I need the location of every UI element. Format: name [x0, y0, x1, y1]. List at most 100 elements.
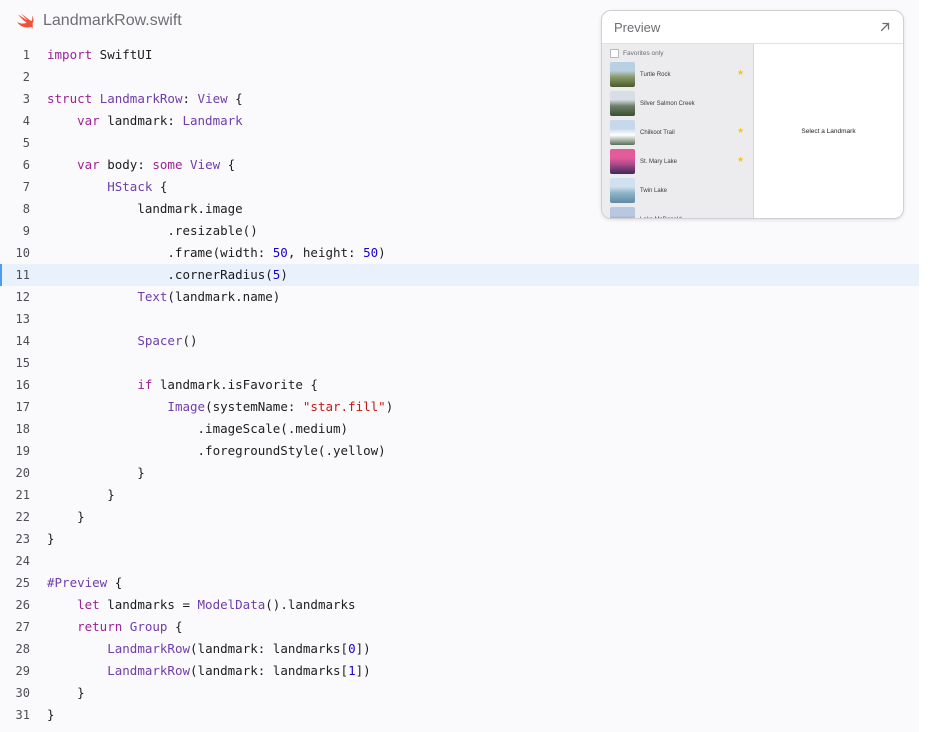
line-number: 18 — [15, 422, 30, 436]
landmark-thumbnail — [610, 62, 635, 87]
code-line[interactable]: 21 } — [0, 484, 919, 506]
line-number: 14 — [15, 334, 30, 348]
line-number: 12 — [15, 290, 30, 304]
code-token — [47, 399, 167, 414]
code-line[interactable]: 11 .cornerRadius(5) — [0, 264, 919, 286]
code-line[interactable]: 2 — [0, 66, 919, 88]
code-token: } — [47, 509, 85, 524]
landmark-row[interactable]: St. Mary Lake★ — [602, 147, 753, 176]
landmark-row[interactable]: Lake McDonald — [602, 205, 753, 218]
code-token: import — [47, 47, 93, 62]
code-token: LandmarkRow — [107, 641, 191, 656]
code-line[interactable]: 7 HStack { — [0, 176, 919, 198]
arrow-up-right-icon[interactable] — [879, 21, 891, 33]
favorites-toggle[interactable]: Favorites only — [602, 44, 753, 60]
code-token: ) — [378, 245, 386, 260]
line-number: 19 — [15, 444, 30, 458]
line-source: var landmark: Landmark — [47, 110, 243, 132]
line-source: .resizable() — [47, 220, 258, 242]
code-token — [92, 91, 100, 106]
code-token — [47, 619, 77, 634]
landmark-row[interactable]: Turtle Rock★ — [602, 60, 753, 89]
code-line[interactable]: 24 — [0, 550, 919, 572]
code-token: .frame(width: — [47, 245, 273, 260]
detail-placeholder: Select a Landmark — [801, 127, 856, 135]
code-token: .cornerRadius( — [47, 267, 273, 282]
line-source: struct LandmarkRow: View { — [47, 88, 243, 110]
code-line[interactable]: 23} — [0, 528, 919, 550]
code-token: , height: — [287, 245, 364, 260]
star-icon: ★ — [737, 126, 745, 135]
line-number: 21 — [15, 488, 30, 502]
code-line[interactable]: 22 } — [0, 506, 919, 528]
line-number: 1 — [22, 48, 30, 62]
code-line[interactable]: 20 } — [0, 462, 919, 484]
code-line[interactable]: 17 Image(systemName: "star.fill") — [0, 396, 919, 418]
code-line[interactable]: 9 .resizable() — [0, 220, 919, 242]
code-token: Text — [137, 289, 168, 304]
line-source: .frame(width: 50, height: 50) — [47, 242, 386, 264]
right-gutter — [919, 0, 934, 732]
code-token: Landmark — [182, 113, 243, 128]
preview-title: Preview — [614, 19, 661, 35]
line-number: 9 — [22, 224, 30, 238]
code-line[interactable]: 19 .foregroundStyle(.yellow) — [0, 440, 919, 462]
line-number: 20 — [15, 466, 30, 480]
code-token: SwiftUI — [92, 47, 153, 62]
line-number: 17 — [15, 400, 30, 414]
line-source: LandmarkRow(landmark: landmarks[0]) — [47, 638, 370, 660]
line-number: 5 — [22, 136, 30, 150]
code-line[interactable]: 12 Text(landmark.name) — [0, 286, 919, 308]
line-number: 29 — [15, 664, 30, 678]
code-token: 50 — [272, 245, 288, 260]
code-token: .imageScale(.medium) — [47, 421, 349, 436]
file-header: LandmarkRow.swift — [16, 9, 182, 33]
code-line[interactable]: 5 — [0, 132, 919, 154]
code-line[interactable]: 8 landmark.image — [0, 198, 919, 220]
code-line[interactable]: 25#Preview { — [0, 572, 919, 594]
line-source: var body: some View { — [47, 154, 235, 176]
code-line[interactable]: 13 — [0, 308, 919, 330]
line-source: import SwiftUI — [47, 44, 152, 66]
code-token: landmark.image — [47, 201, 243, 216]
code-line[interactable]: 3 struct LandmarkRow: View { — [0, 88, 919, 110]
line-source: if landmark.isFavorite { — [47, 374, 318, 396]
code-line[interactable]: 15 — [0, 352, 919, 374]
code-line[interactable]: 30 } — [0, 682, 919, 704]
code-token: .resizable() — [47, 223, 258, 238]
landmark-thumbnail — [610, 178, 635, 203]
code-line[interactable]: 1 import SwiftUI — [0, 44, 919, 66]
landmark-row[interactable]: Twin Lake — [602, 176, 753, 205]
line-source: #Preview { — [47, 572, 122, 594]
code-line[interactable]: 27 return Group { — [0, 616, 919, 638]
code-line[interactable]: 31} — [0, 704, 919, 726]
code-line[interactable]: 10 .frame(width: 50, height: 50) — [0, 242, 919, 264]
code-line[interactable]: 6 var body: some View { — [0, 154, 919, 176]
code-line[interactable]: 14 Spacer() — [0, 330, 919, 352]
landmark-row[interactable]: Silver Salmon Creek — [602, 89, 753, 118]
code-line[interactable]: 18 .imageScale(.medium) — [0, 418, 919, 440]
code-token — [47, 377, 137, 392]
code-line[interactable]: 28 LandmarkRow(landmark: landmarks[0]) — [0, 638, 919, 660]
code-line[interactable]: 16 if landmark.isFavorite { — [0, 374, 919, 396]
code-line[interactable]: 26 let landmarks = ModelData().landmarks — [0, 594, 919, 616]
code-token — [47, 333, 137, 348]
favorites-checkbox[interactable] — [610, 48, 619, 58]
code-line[interactable]: 29 LandmarkRow(landmark: landmarks[1]) — [0, 660, 919, 682]
code-token: 5 — [272, 267, 281, 282]
line-number: 13 — [15, 312, 30, 326]
code-token: { — [167, 619, 183, 634]
code-line[interactable]: 4 var landmark: Landmark — [0, 110, 919, 132]
code-token — [47, 179, 107, 194]
line-source: } — [47, 704, 55, 726]
line-source: } — [47, 506, 85, 528]
landmark-list[interactable]: Favorites only Turtle Rock★Silver Salmon… — [602, 44, 754, 218]
line-number: 3 — [22, 92, 30, 106]
line-source: Image(systemName: "star.fill") — [47, 396, 393, 418]
landmark-row[interactable]: Chilkoot Trail★ — [602, 118, 753, 147]
line-number: 10 — [15, 246, 30, 260]
code-token: View — [197, 91, 228, 106]
line-source: } — [47, 682, 85, 704]
line-source: } — [47, 484, 115, 506]
